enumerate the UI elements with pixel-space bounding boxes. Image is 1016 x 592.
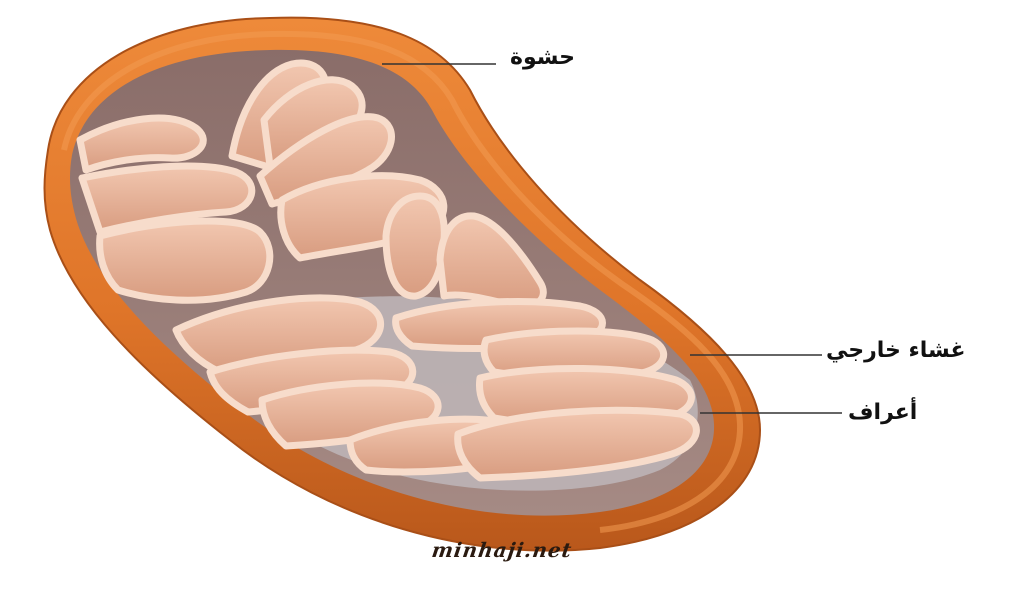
crista-fold bbox=[386, 196, 444, 296]
cristae-label: أعراف bbox=[848, 402, 917, 424]
watermark-text: minhaji.net bbox=[430, 538, 573, 562]
crista-fold bbox=[100, 221, 270, 300]
outer-membrane-label: غشاء خارجي bbox=[826, 340, 965, 362]
matrix-label: حشوة bbox=[510, 47, 575, 69]
